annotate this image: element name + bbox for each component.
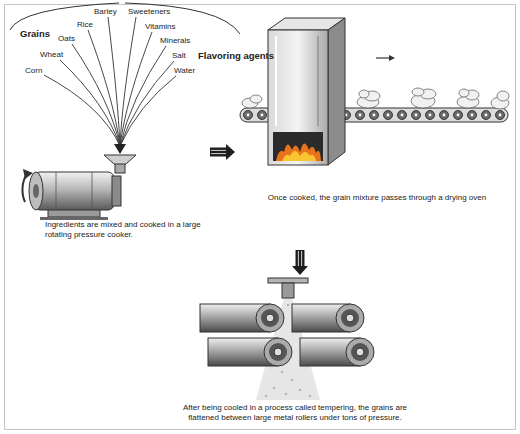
process-step: Ingredients are mixed and cooked in a la… — [15, 140, 210, 245]
drying-oven — [268, 18, 345, 165]
group-heading: Grains — [20, 28, 50, 39]
step-caption: Ingredients are mixed and cooked in a la… — [45, 220, 210, 240]
ingredient-label: Oats — [58, 34, 75, 44]
feed-arrowhead — [114, 144, 126, 154]
ingredient-label: Barley — [94, 7, 117, 17]
ingredient-label: Water — [174, 66, 195, 76]
ingredient-label: Wheat — [40, 50, 63, 60]
direction-arrow — [376, 55, 395, 61]
ingredient-label: Corn — [25, 66, 42, 76]
pressure-cooker — [22, 155, 136, 220]
ingredient-label: Minerals — [160, 36, 190, 46]
ingredient-lines — [44, 17, 176, 146]
process-step: After being cooled in a process called t… — [165, 275, 425, 427]
frame-border — [5, 5, 516, 430]
group-heading: Flavoring agents — [198, 50, 274, 61]
step-caption: After being cooled in a process called t… — [167, 403, 423, 423]
ingredient-label: Sweeteners — [128, 7, 170, 17]
ingredient-label: Salt — [172, 51, 186, 61]
ingredient-label: Vitamins — [145, 22, 176, 32]
ingredient-label: Rice — [77, 20, 93, 30]
process-step: Once cooked, the grain mixture passes th… — [235, 15, 515, 250]
flattening-rollers — [200, 278, 374, 400]
step-caption: Once cooked, the grain mixture passes th… — [247, 193, 507, 203]
flow-arrow — [292, 250, 308, 275]
flow-arrow — [210, 144, 235, 160]
